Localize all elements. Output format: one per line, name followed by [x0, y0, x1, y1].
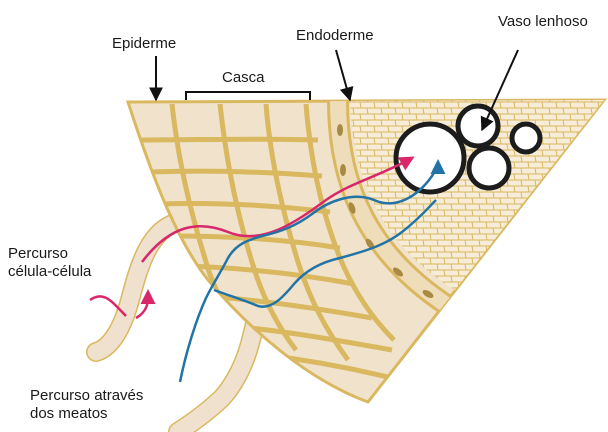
- label-casca: Casca: [222, 69, 265, 86]
- label-endoderme: Endoderme: [296, 27, 374, 44]
- xylem-vessel-large: [396, 124, 464, 192]
- xylem-vessel-small: [512, 124, 540, 152]
- endoderme-pointer: [336, 50, 350, 100]
- xylem-vessel-upper: [458, 106, 498, 146]
- casca-brace: [186, 92, 310, 100]
- label-percurso-meatos: Percurso através dos meatos: [30, 387, 148, 422]
- label-epiderme: Epiderme: [112, 35, 176, 52]
- label-percurso-celula: Percurso célula-célula: [8, 245, 92, 280]
- label-vaso-lenhoso: Vaso lenhoso: [498, 13, 588, 30]
- xylem-vessel-right: [469, 148, 509, 188]
